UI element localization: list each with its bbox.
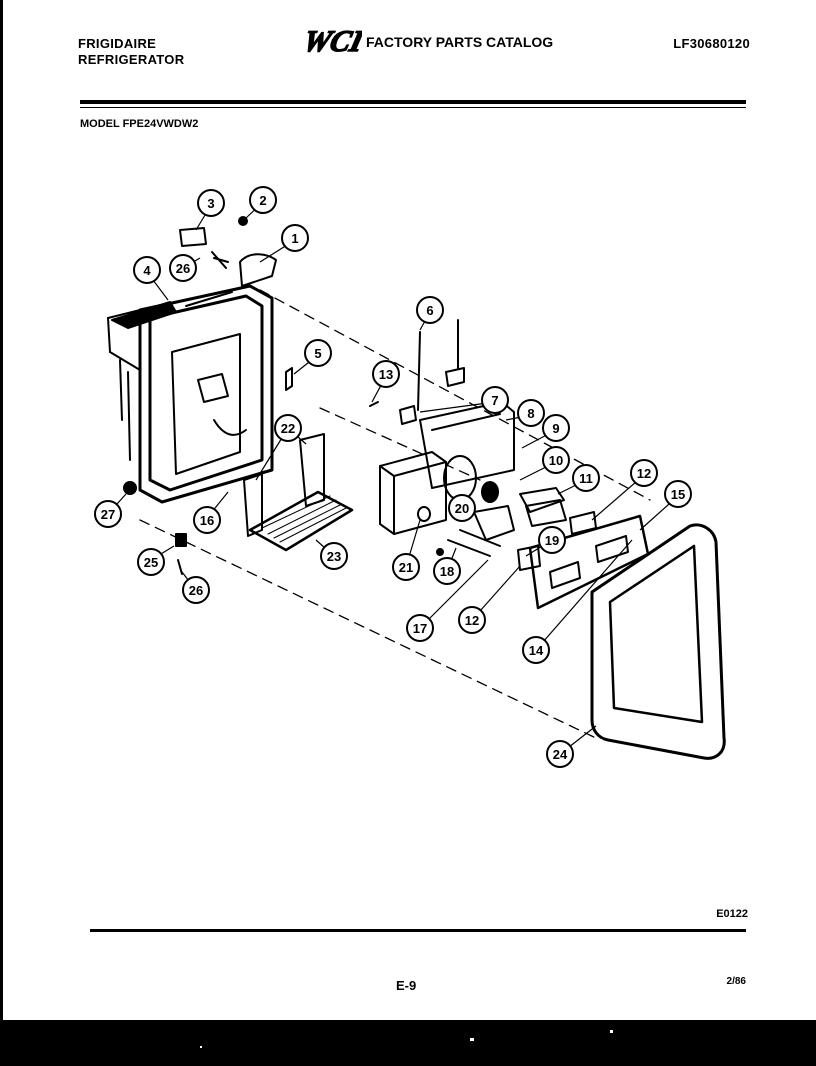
callout-15: 15 — [664, 480, 692, 508]
callout-16: 16 — [193, 506, 221, 534]
svg-text:23: 23 — [327, 549, 341, 564]
scan-edge — [0, 0, 3, 1066]
scan-border — [0, 1020, 816, 1066]
svg-text:8: 8 — [527, 406, 534, 421]
svg-text:18: 18 — [440, 564, 454, 579]
svg-text:26: 26 — [189, 583, 203, 598]
callout-2: 2 — [249, 186, 277, 214]
callout-25: 25 — [137, 548, 165, 576]
callout-13: 13 — [372, 360, 400, 388]
svg-text:2: 2 — [259, 193, 266, 208]
callout-12-top: 12 — [630, 459, 658, 487]
callout-21: 21 — [392, 553, 420, 581]
svg-text:12: 12 — [637, 466, 651, 481]
svg-text:12: 12 — [465, 613, 479, 628]
callout-17: 17 — [406, 614, 434, 642]
callout-4: 4 — [133, 256, 161, 284]
svg-text:25: 25 — [144, 555, 158, 570]
svg-text:11: 11 — [579, 471, 593, 486]
control-module — [369, 319, 597, 571]
svg-text:3: 3 — [207, 196, 214, 211]
callout-22: 22 — [274, 414, 302, 442]
callout-11: 11 — [572, 464, 600, 492]
callout-balloons: 1 2 3 4 5 6 7 8 9 10 11 12 12 13 14 15 1… — [94, 186, 692, 768]
model-number: MODEL FPE24VWDW2 — [80, 118, 199, 130]
callout-7: 7 — [481, 386, 509, 414]
svg-text:9: 9 — [552, 421, 559, 436]
svg-text:27: 27 — [101, 507, 115, 522]
footer-rule — [90, 929, 746, 932]
page-number: E-9 — [396, 978, 417, 993]
callout-14: 14 — [522, 636, 550, 664]
callout-27: 27 — [94, 500, 122, 528]
callout-26-bottom: 26 — [182, 576, 210, 604]
brand-name: FRIGIDAIRE — [78, 36, 157, 51]
svg-text:10: 10 — [549, 453, 563, 468]
callout-24: 24 — [546, 740, 574, 768]
callout-9: 9 — [542, 414, 570, 442]
svg-text:24: 24 — [553, 747, 568, 762]
dispenser-housing — [107, 253, 277, 575]
wci-logo: WCI — [299, 26, 362, 54]
svg-text:5: 5 — [314, 346, 321, 361]
callout-6: 6 — [416, 296, 444, 324]
callout-12-bottom: 12 — [458, 606, 486, 634]
drawing-id: E0122 — [716, 908, 748, 920]
header-rule — [80, 100, 746, 104]
callout-5: 5 — [304, 339, 332, 367]
svg-text:17: 17 — [413, 621, 427, 636]
svg-text:13: 13 — [379, 367, 393, 382]
header-rule-thin — [80, 107, 746, 108]
svg-text:26: 26 — [176, 261, 190, 276]
svg-text:21: 21 — [399, 560, 413, 575]
svg-text:20: 20 — [455, 501, 469, 516]
callout-1: 1 — [281, 224, 309, 252]
svg-text:16: 16 — [200, 513, 214, 528]
svg-text:19: 19 — [545, 533, 559, 548]
callout-23: 23 — [320, 542, 348, 570]
callout-10: 10 — [542, 446, 570, 474]
callout-18: 18 — [433, 557, 461, 585]
svg-text:1: 1 — [291, 231, 298, 246]
svg-text:WCI: WCI — [300, 26, 362, 54]
svg-text:22: 22 — [281, 421, 295, 436]
svg-text:6: 6 — [426, 303, 433, 318]
svg-text:15: 15 — [671, 487, 685, 502]
issue-date: 2/86 — [726, 976, 746, 987]
callout-19: 19 — [538, 526, 566, 554]
catalog-title: FACTORY PARTS CATALOG — [366, 34, 554, 50]
svg-text:4: 4 — [143, 263, 151, 278]
product-name: REFRIGERATOR — [78, 52, 185, 67]
catalog-code: LF30680120 — [673, 36, 750, 51]
callout-3: 3 — [197, 189, 225, 217]
callout-8: 8 — [517, 399, 545, 427]
svg-text:7: 7 — [491, 393, 498, 408]
callout-20: 20 — [448, 494, 476, 522]
svg-text:14: 14 — [529, 643, 544, 658]
callout-26-top: 26 — [169, 254, 197, 282]
